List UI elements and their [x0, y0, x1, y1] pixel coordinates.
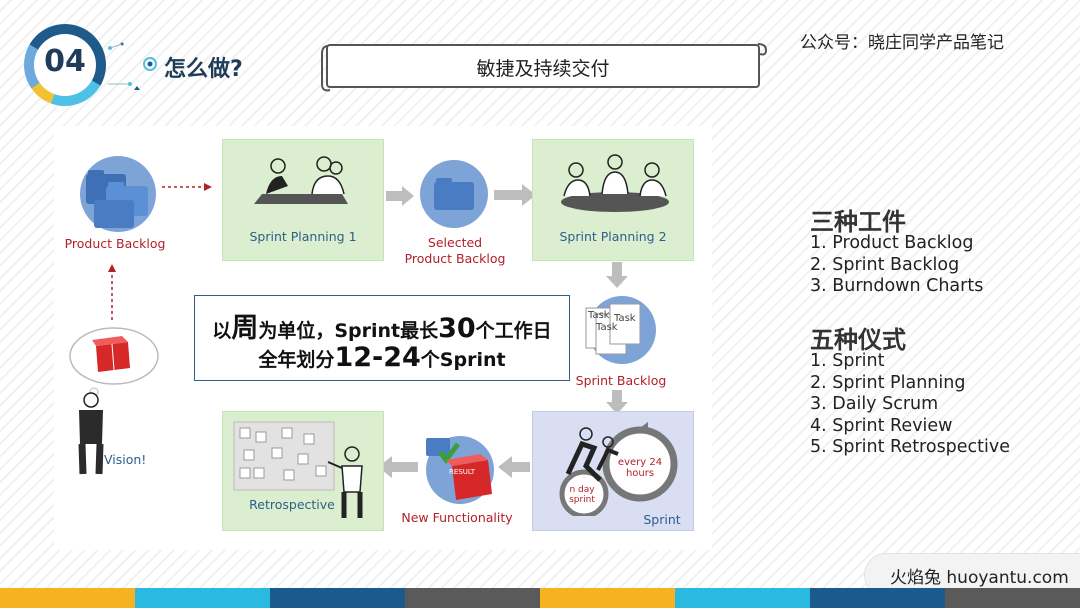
team-table-icon: [561, 154, 669, 212]
arrow-right-icon: [386, 186, 414, 206]
sprint-backlog-label: Sprint Backlog: [575, 373, 667, 388]
account-label: 公众号：晓庄同学产品笔记: [800, 33, 1004, 53]
arrow-left-icon: [378, 456, 418, 478]
every-24-label-2: hours: [625, 468, 655, 479]
task-card-1: Task: [588, 310, 610, 321]
sprint-planning-2-label: Sprint Planning 2: [559, 229, 667, 244]
result-tag: RESULT: [449, 468, 476, 476]
sprint-planning-1-label: Sprint Planning 1: [249, 229, 357, 244]
strip-segment: [135, 588, 270, 608]
every-24-label-1: every 24: [617, 457, 663, 468]
retrospective-label: Retrospective: [249, 497, 335, 512]
meeting-people-icon: [254, 156, 348, 204]
ceremony-item-4: 4. Sprint Review: [810, 416, 953, 436]
strip-segment: [405, 588, 540, 608]
arrow-down-icon: [606, 262, 628, 288]
banner-box: [326, 44, 760, 88]
section-badge-inner: [34, 34, 96, 96]
retrospective-board-icon: [233, 421, 363, 518]
n-day-label-2: sprint: [569, 495, 595, 505]
sprint-callout-box: [194, 295, 570, 381]
task-card-2: Task: [596, 322, 618, 333]
new-functionality-label: New Functionality: [401, 510, 513, 525]
selected-backlog-label-1: Selected: [427, 235, 483, 250]
artifact-item-2: 2. Sprint Backlog: [810, 255, 960, 275]
product-backlog-folders-icon: [80, 156, 156, 232]
selected-backlog-label-2: Product Backlog: [404, 251, 506, 266]
scroll-banner-icon: [321, 43, 768, 92]
arrow-right-icon: [494, 184, 536, 206]
businessman-icon: [78, 392, 104, 475]
task-cards-icon: [585, 296, 656, 364]
tech-circuit-icon: [108, 42, 157, 90]
vision-thought-bubble-icon: [69, 327, 159, 397]
artifact-item-1: 1. Product Backlog: [810, 233, 974, 253]
task-card-3: Task: [614, 313, 636, 324]
artifact-item-3: 3. Burndown Charts: [810, 276, 984, 296]
ceremony-item-1: 1. Sprint: [810, 351, 885, 371]
section-number: 04: [44, 44, 86, 79]
banner-title: 敏捷及持续交付: [476, 58, 610, 80]
ceremony-item-3: 3. Daily Scrum: [810, 394, 939, 414]
strip-segment: [0, 588, 135, 608]
strip-segment: [945, 588, 1080, 608]
watermark-text: 火焰兔 huoyantu.com: [890, 568, 1069, 588]
dotted-arrow-icon: [162, 183, 212, 191]
sprint-label: Sprint: [643, 512, 681, 527]
ceremony-item-2: 2. Sprint Planning: [810, 373, 966, 393]
ceremony-item-5: 5. Sprint Retrospective: [810, 437, 1011, 457]
new-functionality-icon: [426, 436, 494, 504]
product-backlog-label: Product Backlog: [64, 236, 166, 251]
arrow-left-icon: [498, 456, 530, 478]
sprint-cycle-icon: [559, 422, 678, 516]
n-day-label-1: n day: [569, 485, 595, 495]
strip-segment: [270, 588, 405, 608]
strip-segment: [810, 588, 945, 608]
callout-line-2: 全年划分12-24个Sprint: [258, 342, 506, 373]
strip-segment: [675, 588, 810, 608]
callout-line-1: 以周为单位，Sprint最长30个工作日: [212, 313, 552, 344]
arrow-down-icon: [606, 390, 628, 414]
strip-segment: [540, 588, 675, 608]
selected-backlog-folder-icon: [420, 160, 488, 228]
vision-label: Vision!: [104, 452, 147, 467]
ceremonies-title: 五种仪式: [810, 326, 906, 354]
section-title: 怎么做?: [164, 57, 243, 82]
artifacts-title: 三种工件: [810, 208, 906, 236]
dotted-arrow-up-icon: [108, 264, 116, 320]
